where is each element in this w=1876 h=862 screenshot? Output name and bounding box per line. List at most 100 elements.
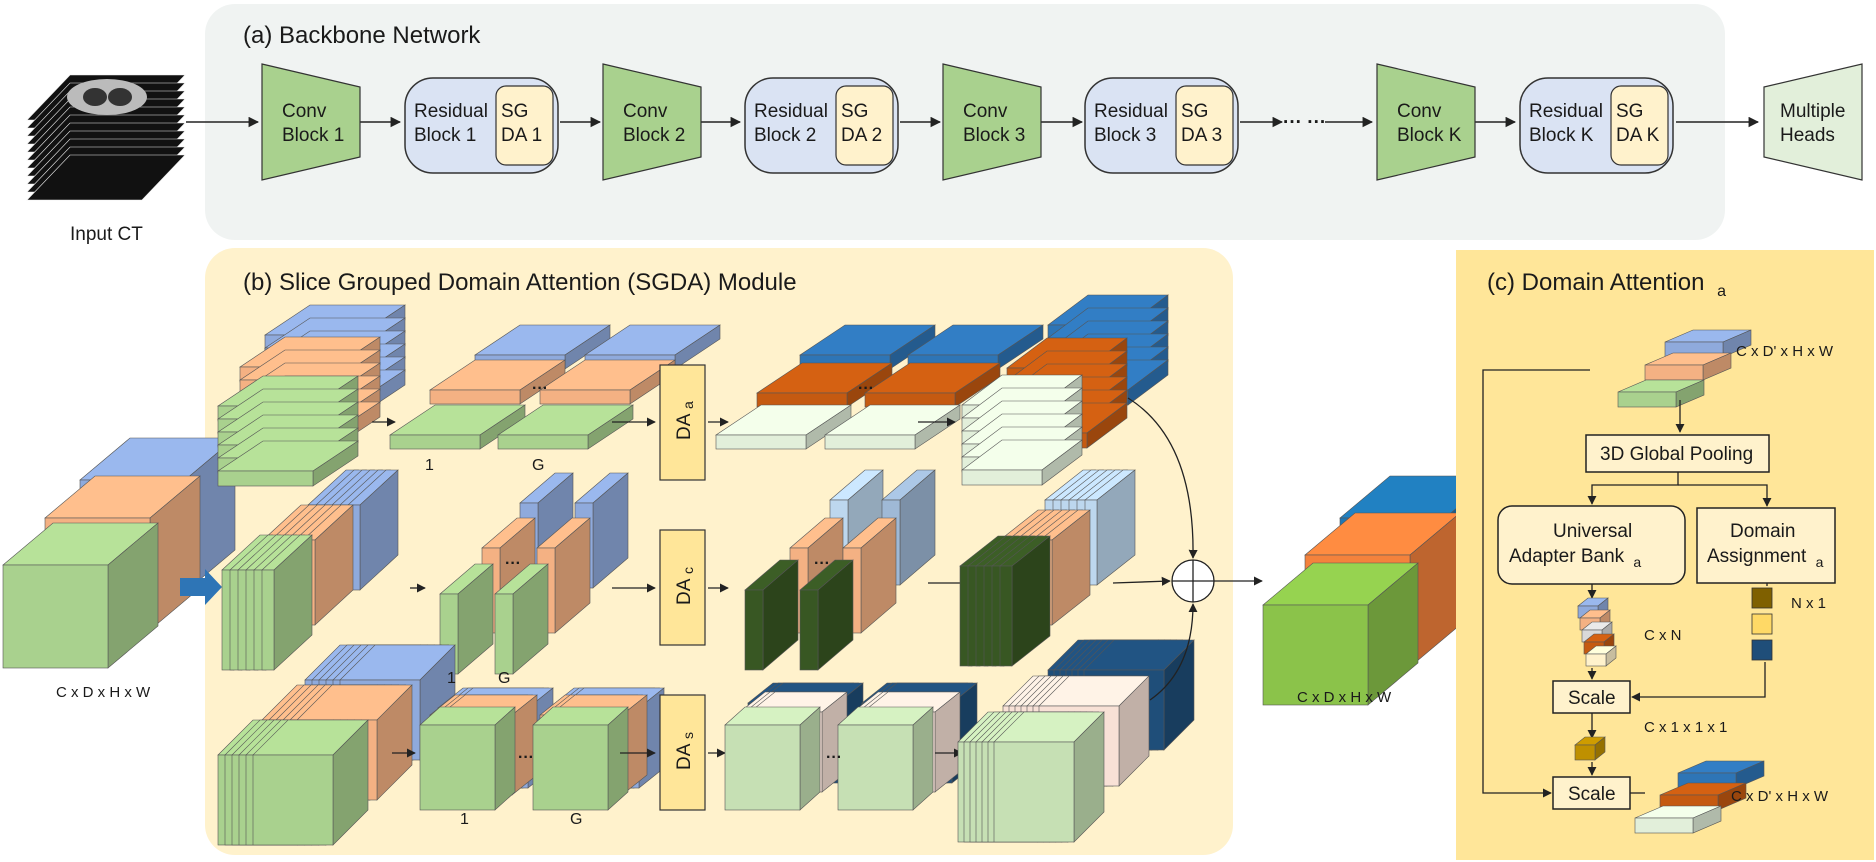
coronal-group-green-g bbox=[494, 563, 549, 675]
sgda-graphics bbox=[2, 294, 1496, 846]
conv-block-k-line1: Conv bbox=[1397, 101, 1442, 122]
conv-block-2-line2: Block 2 bbox=[623, 125, 685, 146]
multiple-heads: Multiple Heads bbox=[1763, 63, 1863, 181]
ct-slice bbox=[26, 154, 186, 201]
ct-lung-right bbox=[108, 88, 132, 106]
domain-attention-graphics bbox=[1482, 329, 1773, 834]
coronal-input-blue-slice bbox=[347, 469, 399, 591]
da-box-sagittal: DA s bbox=[659, 694, 706, 811]
residual-block-1-line2: Block 1 bbox=[414, 125, 476, 146]
da-s-main: DA bbox=[674, 743, 695, 770]
da-a-main: DA bbox=[674, 413, 695, 440]
axial-out-orange-1 bbox=[756, 362, 893, 408]
da-input-dims: C x D' x H x W bbox=[1736, 343, 1834, 360]
scale-box-2: Scale bbox=[1552, 776, 1631, 810]
sgda-1-line2: DA 1 bbox=[501, 125, 542, 146]
sagittal-group-green-g bbox=[532, 706, 629, 811]
adapter-bank-box: Universal Adapter Bank a bbox=[1497, 505, 1686, 585]
conv-block-3-line2: Block 3 bbox=[963, 125, 1025, 146]
residual-block-2-line2: Block 2 bbox=[754, 125, 816, 146]
conv-block-1-line2: Block 1 bbox=[282, 125, 344, 146]
scale-1-label: Scale bbox=[1568, 688, 1616, 709]
scale-box-1: Scale bbox=[1552, 680, 1631, 714]
assignment-cell-2 bbox=[1751, 613, 1773, 635]
backbone-ellipsis: ··· ··· bbox=[1283, 112, 1326, 133]
residual-block-k: Residual Block K SG DA K bbox=[1519, 77, 1674, 174]
sgda-k-line2: DA K bbox=[1616, 125, 1660, 146]
dots-c-out: ··· bbox=[814, 555, 830, 572]
pool-to-assign bbox=[1678, 484, 1772, 507]
output-cube-green bbox=[1262, 562, 1419, 706]
conv-block-k: Conv Block K bbox=[1376, 63, 1476, 181]
scale-2-label: Scale bbox=[1568, 784, 1616, 805]
input-ct-label: Input CT bbox=[70, 224, 143, 245]
axial-input-green-slice bbox=[217, 440, 359, 487]
sgda-input-dims: C x D x H x W bbox=[56, 684, 151, 701]
conv-block-k-line2: Block K bbox=[1397, 125, 1462, 146]
sgda-3-line2: DA 3 bbox=[1181, 125, 1222, 146]
global-pooling-box: 3D Global Pooling bbox=[1585, 434, 1770, 473]
coronal-out-green-1 bbox=[744, 559, 799, 671]
conv-block-3-line1: Conv bbox=[963, 101, 1008, 122]
adapter-bank-line2: Adapter Bank a bbox=[1509, 546, 1641, 570]
domain-assignment-line1: Domain bbox=[1730, 521, 1795, 542]
sagittal-group-green-1 bbox=[419, 706, 516, 811]
residual-block-3-line1: Residual bbox=[1094, 101, 1168, 122]
sagittal-to-sum bbox=[1149, 603, 1198, 701]
input-ct-stack bbox=[26, 74, 186, 201]
scale-weight-block bbox=[1574, 736, 1606, 761]
sgda-2-line1: SG bbox=[841, 101, 868, 122]
axial-group-green-g bbox=[497, 404, 634, 450]
sgda-2-line2: DA 2 bbox=[841, 125, 882, 146]
backbone-title: (a) Backbone Network bbox=[243, 22, 481, 49]
residual-block-2-line1: Residual bbox=[754, 101, 828, 122]
residual-block-3: Residual Block 3 SG DA 3 bbox=[1084, 77, 1239, 174]
sgda-3-line1: SG bbox=[1181, 101, 1208, 122]
residual-block-1: Residual Block 1 SG DA 1 bbox=[404, 77, 559, 174]
conv-block-2: Conv Block 2 bbox=[602, 63, 702, 181]
axial-group-orange-g bbox=[539, 359, 676, 405]
input-cube-green bbox=[2, 522, 159, 669]
da-c-main: DA bbox=[674, 578, 695, 605]
conv-block-3: Conv Block 3 bbox=[942, 63, 1042, 181]
scale-1-dims: C x 1 x 1 x 1 bbox=[1644, 719, 1727, 736]
assignment-cell-1 bbox=[1751, 587, 1773, 609]
residual-block-3-line2: Block 3 bbox=[1094, 125, 1156, 146]
group-first-label-s: 1 bbox=[460, 811, 469, 828]
coronal-to-sum bbox=[1112, 576, 1171, 586]
coronal-merge-green-slice bbox=[999, 535, 1051, 667]
coronal-input-green-slice bbox=[261, 534, 313, 671]
dots-a-out: ··· bbox=[858, 380, 874, 397]
domain-attention-title-main: (c) Domain Attention bbox=[1487, 269, 1704, 296]
sgda-output-dims: C x D x H x W bbox=[1297, 689, 1392, 706]
assign-dims: N x 1 bbox=[1791, 595, 1826, 612]
da-input-orange bbox=[1644, 352, 1732, 381]
axial-to-sum bbox=[1127, 397, 1198, 559]
adapter-bank-sub: a bbox=[1633, 554, 1641, 570]
residual-block-2: Residual Block 2 SG DA 2 bbox=[744, 77, 899, 174]
adapter-bank-layer bbox=[1585, 645, 1617, 667]
domain-assignment-line2: Assignment a bbox=[1707, 546, 1824, 570]
pool-to-bank bbox=[1587, 472, 1679, 505]
residual-block-k-line1: Residual bbox=[1529, 101, 1603, 122]
sgda-title: (b) Slice Grouped Domain Attention (SGDA… bbox=[243, 269, 797, 296]
da-input-green bbox=[1617, 379, 1705, 408]
sagittal-out-green-1 bbox=[724, 706, 821, 811]
group-last-label-c: G bbox=[498, 670, 510, 687]
domain-assignment-box: Domain Assignment a bbox=[1696, 507, 1836, 584]
sagittal-input-green-slice bbox=[252, 719, 369, 846]
da-skip-path bbox=[1482, 369, 1590, 798]
domain-attention-title-sub: a bbox=[1717, 283, 1726, 300]
sgda-k-line1: SG bbox=[1616, 101, 1643, 122]
axial-group-orange-1 bbox=[429, 359, 566, 405]
conv-block-1-line1: Conv bbox=[282, 101, 327, 122]
domain-attention-title: (c) Domain Attention a bbox=[1487, 269, 1726, 300]
vector-to-scale1 bbox=[1631, 662, 1766, 702]
residual-block-k-line2: Block K bbox=[1529, 125, 1594, 146]
domain-assignment-sub: a bbox=[1816, 554, 1824, 570]
dots-s-out: ··· bbox=[826, 749, 842, 766]
multiple-heads-line1: Multiple bbox=[1780, 101, 1845, 122]
sgda-1-line1: SG bbox=[501, 101, 528, 122]
group-last-label-s: G bbox=[570, 811, 582, 828]
